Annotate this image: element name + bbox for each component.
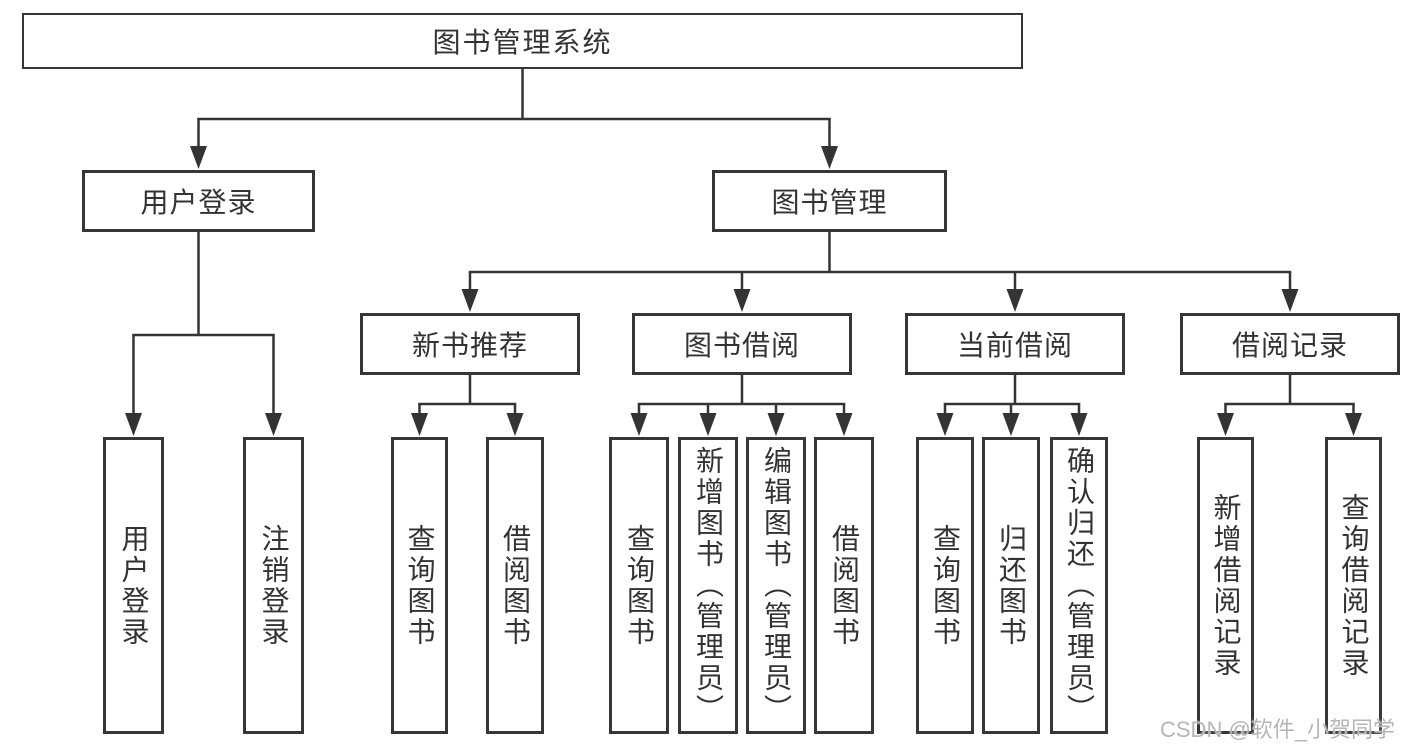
node-label: 注销登录 (258, 523, 290, 648)
node-label: 查询图书 (930, 523, 961, 648)
node-label: 新增图书（管理员） (693, 446, 724, 725)
arrowhead-down-icon (936, 413, 954, 436)
edge-borrow-records (1217, 374, 1362, 436)
node-label: 用户登录 (118, 523, 150, 648)
csdn-watermark: CSDN @软件_小贺同学 (1160, 717, 1396, 742)
node-leaf-borrow-query: 查询图书 (609, 437, 669, 734)
node-label: 查询图书 (624, 523, 655, 648)
node-leaf-current-return: 归还图书 (982, 437, 1040, 734)
node-label: 确认归还（管理员） (1064, 446, 1095, 725)
arrowhead-down-icon (630, 413, 648, 436)
node-borrow-records: 借阅记录 (1180, 313, 1400, 375)
node-leaf-borrow-add: 新增图书（管理员） (678, 437, 738, 734)
node-book-mgmt: 图书管理 (712, 170, 947, 232)
node-leaf-current-query: 查询图书 (916, 437, 974, 734)
node-leaf-logout: 注销登录 (243, 437, 304, 734)
arrowhead-down-icon (1002, 413, 1020, 436)
arrowhead-down-icon (1281, 289, 1299, 312)
arrowhead-down-icon (125, 413, 142, 436)
node-new-book-rec: 新书推荐 (360, 313, 580, 375)
arrowhead-down-icon (190, 146, 207, 169)
node-user-login: 用户登录 (82, 170, 315, 232)
node-leaf-newbook-query: 查询图书 (391, 437, 448, 734)
node-label: 编辑图书（管理员） (761, 446, 792, 725)
node-leaf-current-confirm: 确认归还（管理员） (1050, 437, 1108, 734)
arrowhead-down-icon (821, 146, 838, 169)
edge-user-login (125, 231, 282, 436)
node-label: 图书管理系统 (432, 27, 613, 58)
node-leaf-records-query: 查询借阅记录 (1325, 437, 1382, 734)
arrowhead-down-icon (767, 413, 785, 436)
edge-book-mgmt (461, 231, 1299, 312)
arrowhead-down-icon (733, 289, 751, 312)
node-label: 用户登录 (140, 187, 257, 218)
node-label: 新书推荐 (411, 330, 528, 361)
node-label: 查询借阅记录 (1338, 492, 1370, 679)
edge-new-book-rec (411, 374, 524, 436)
edge-book-borrow (630, 374, 853, 436)
arrowhead-down-icon (1006, 289, 1024, 312)
arrowhead-down-icon (1217, 413, 1234, 436)
arrowhead-down-icon (699, 413, 717, 436)
node-root: 图书管理系统 (22, 13, 1023, 69)
node-current-borrow: 当前借阅 (905, 313, 1125, 375)
node-label: 借阅图书 (829, 523, 860, 648)
node-label: 图书借阅 (683, 330, 800, 361)
node-label: 借阅记录 (1231, 330, 1348, 361)
node-leaf-borrow-edit: 编辑图书（管理员） (746, 437, 806, 734)
node-label: 图书管理 (771, 187, 888, 218)
node-leaf-newbook-borrow: 借阅图书 (486, 437, 544, 734)
edge-current-borrow (936, 374, 1088, 436)
arrowhead-down-icon (1070, 413, 1088, 436)
node-book-borrow: 图书借阅 (632, 313, 852, 375)
node-label: 查询图书 (404, 523, 436, 648)
node-leaf-records-add: 新增借阅记录 (1197, 437, 1254, 734)
node-label: 当前借阅 (956, 330, 1073, 361)
arrowhead-down-icon (1345, 413, 1362, 436)
node-leaf-user-login: 用户登录 (103, 437, 164, 734)
node-label: 新增借阅记录 (1210, 492, 1242, 679)
arrowhead-down-icon (411, 413, 428, 436)
node-label: 归还图书 (996, 523, 1027, 648)
arrowhead-down-icon (265, 413, 282, 436)
arrowhead-down-icon (461, 289, 479, 312)
node-leaf-borrow-borrow: 借阅图书 (814, 437, 874, 734)
node-label: 借阅图书 (500, 523, 531, 648)
edge-root (190, 68, 838, 169)
arrowhead-down-icon (835, 413, 853, 436)
arrowhead-down-icon (506, 413, 524, 436)
